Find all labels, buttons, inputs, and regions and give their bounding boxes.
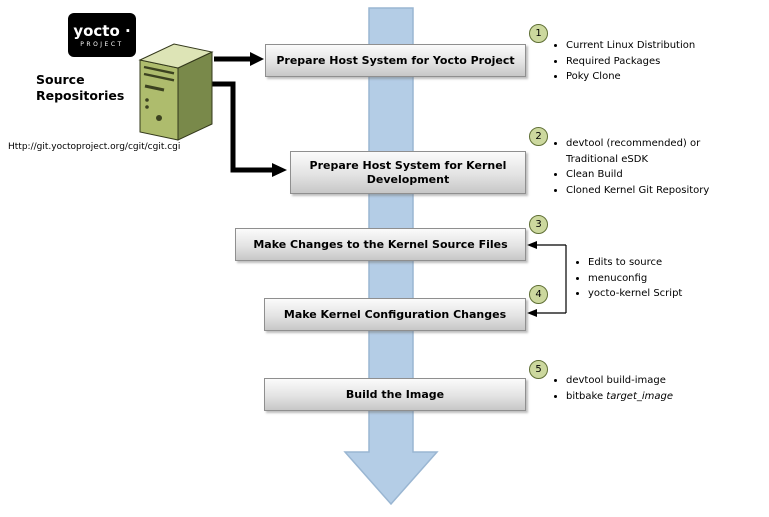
step-label: Build the Image <box>345 387 445 401</box>
steps-3-4-shared-bullets: Edits to source menuconfig yocto-kernel … <box>574 255 748 302</box>
bullet-item: devtool build-image <box>566 373 756 389</box>
step-box-build-image: Build the Image <box>264 378 526 411</box>
bitbake-prefix: bitbake <box>566 390 607 402</box>
step-number: 1 <box>535 28 542 39</box>
yocto-logo-wordmark: yocto · <box>73 21 131 40</box>
bullet-item: menuconfig <box>588 271 748 287</box>
step-number: 4 <box>535 289 542 300</box>
step-label: Make Kernel Configuration Changes <box>283 307 507 321</box>
step-label: Prepare Host System for Kernel Developme… <box>309 158 507 186</box>
step-number: 3 <box>535 219 542 230</box>
bullets-to-steps-3-4-bracket <box>527 241 567 317</box>
source-repo-url: Http://git.yoctoproject.org/cgit/cgit.cg… <box>8 142 181 152</box>
server-to-step1-arrow <box>214 52 264 66</box>
bullet-item: Required Packages <box>566 54 766 70</box>
source-repositories-label: Source Repositories <box>36 72 124 104</box>
step-number: 5 <box>535 364 542 375</box>
step-number-badge-3: 3 <box>529 215 548 234</box>
server-drive-slot-1 <box>143 65 175 75</box>
yocto-logo-project-text: PROJECT <box>80 40 124 48</box>
step-box-prepare-host-yocto: Prepare Host System for Yocto Project <box>265 44 526 77</box>
bullet-item: Cloned Kernel Git Repository <box>566 183 742 199</box>
step-label: Make Changes to the Kernel Source Files <box>253 237 508 251</box>
step-number: 2 <box>535 131 542 142</box>
server-top-face <box>138 43 214 69</box>
bullet-item: Edits to source <box>588 255 748 271</box>
step1-bullets: Current Linux Distribution Required Pack… <box>552 38 766 85</box>
server-power-button <box>156 115 162 121</box>
server-drive-slot-2 <box>143 72 175 82</box>
step-number-badge-5: 5 <box>529 360 548 379</box>
bitbake-target-image: target_image <box>606 390 674 402</box>
step-box-prepare-host-kernel: Prepare Host System for Kernel Developme… <box>290 151 526 194</box>
step2-bullets: devtool (recommended) or Traditional eSD… <box>552 136 742 198</box>
bullet-item: Poky Clone <box>566 69 766 85</box>
bullet-item: yocto-kernel Script <box>588 286 748 302</box>
bullet-item: Current Linux Distribution <box>566 38 766 54</box>
step-box-make-source-changes: Make Changes to the Kernel Source Files <box>235 228 526 261</box>
server-to-step2-arrow <box>211 81 287 177</box>
bullet-item: bitbake target_image <box>566 389 756 405</box>
server-icon <box>138 43 214 141</box>
server-led-2 <box>145 105 149 109</box>
server-led-1 <box>145 98 149 102</box>
bullet-item: Clean Build <box>566 167 742 183</box>
source-repositories-line2: Repositories <box>36 88 125 103</box>
step-number-badge-4: 4 <box>529 285 548 304</box>
step5-bullets: devtool build-image bitbake target_image <box>552 373 756 404</box>
step-number-badge-1: 1 <box>529 24 548 43</box>
server-floppy-slot <box>144 84 165 92</box>
yocto-logo: yocto · PROJECT <box>68 13 136 57</box>
bullet-item: devtool (recommended) or Traditional eSD… <box>566 136 742 167</box>
step-number-badge-2: 2 <box>529 127 548 146</box>
step-box-make-config-changes: Make Kernel Configuration Changes <box>264 298 526 331</box>
step-label: Prepare Host System for Yocto Project <box>276 53 515 67</box>
source-repositories-line1: Source <box>36 72 85 87</box>
